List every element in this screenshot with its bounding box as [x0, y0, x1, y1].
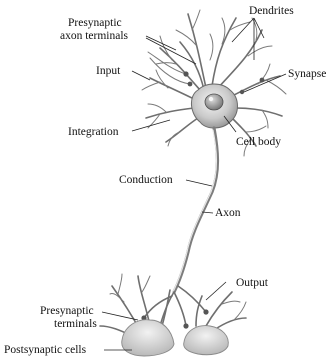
nucleus: [205, 94, 223, 110]
label-dendrites: Dendrites: [249, 5, 294, 17]
label-presynaptic-terminals-2: terminals: [54, 318, 97, 330]
label-presynaptic-axon-terminals-1: Presynaptic: [68, 17, 122, 29]
label-integration: Integration: [68, 126, 119, 138]
label-output: Output: [236, 277, 269, 289]
label-input: Input: [96, 65, 121, 77]
cell-body-soma: [191, 84, 237, 128]
label-axon: Axon: [215, 207, 241, 219]
label-presynaptic-terminals-1: Presynaptic: [40, 305, 94, 317]
axon: [173, 128, 218, 292]
label-postsynaptic-cells: Postsynaptic cells: [4, 344, 87, 356]
label-synapse: Synapse: [288, 68, 326, 80]
label-cell-body: Cell body: [236, 136, 281, 148]
postsynaptic-cells: [100, 274, 246, 356]
label-conduction: Conduction: [119, 174, 173, 186]
label-presynaptic-axon-terminals-2: axon terminals: [60, 30, 129, 42]
